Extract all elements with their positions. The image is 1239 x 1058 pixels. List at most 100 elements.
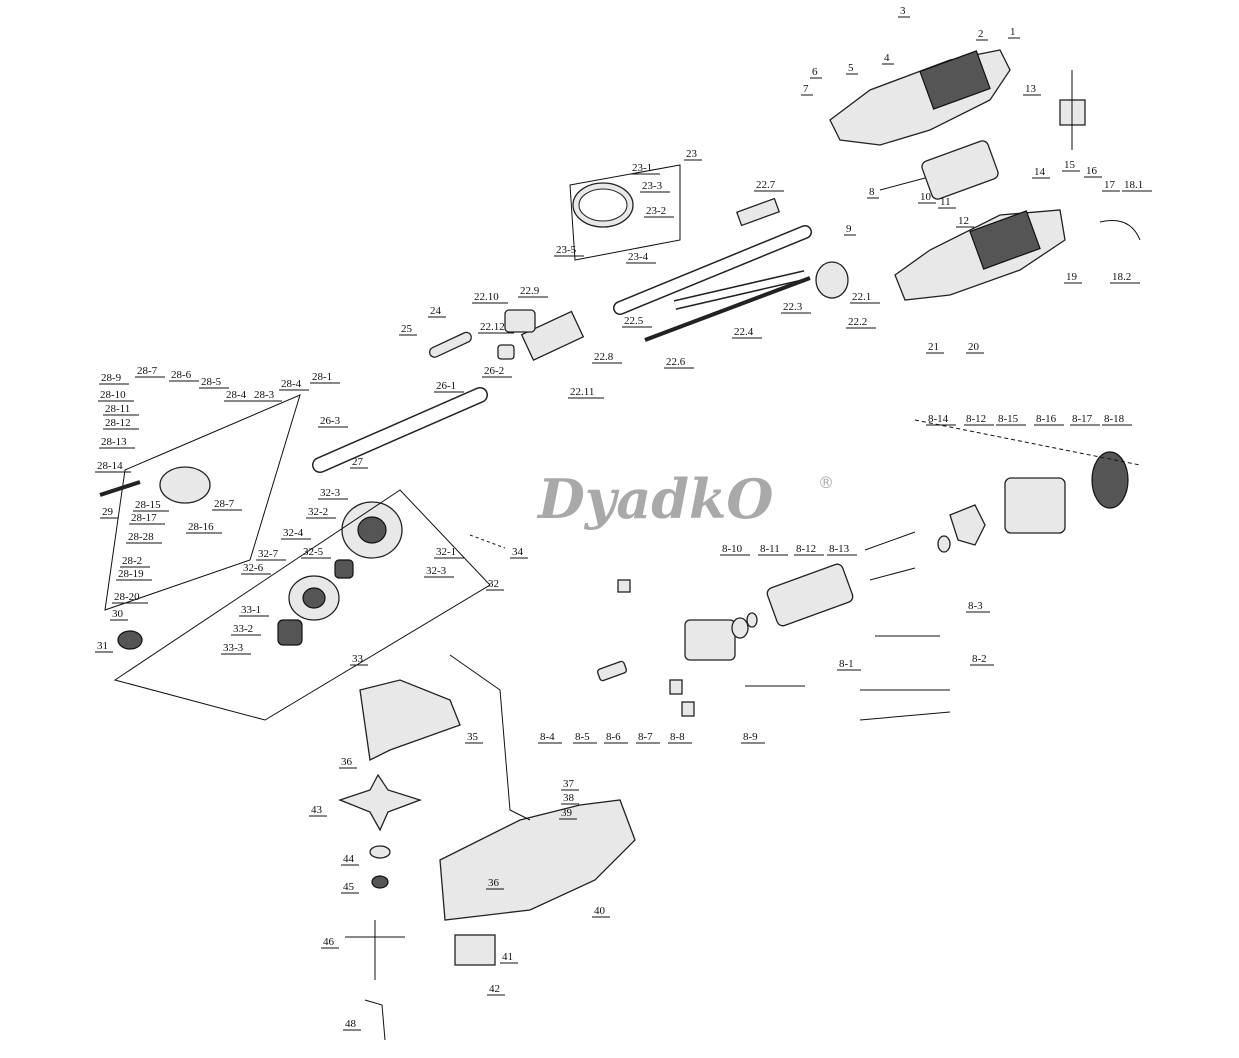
part-label-30: 30 xyxy=(112,608,124,620)
part-label-15: 15 xyxy=(1064,159,1076,171)
part-label-8-5: 8-5 xyxy=(575,731,590,743)
part-label-28-7: 28-7 xyxy=(137,365,158,377)
part-label-45: 45 xyxy=(343,881,355,893)
switch-part xyxy=(1059,70,1086,150)
part-label-35: 35 xyxy=(467,731,479,743)
part-label-1: 1 xyxy=(1010,26,1016,38)
part-label-46: 46 xyxy=(323,936,335,948)
part-label-28-5: 28-5 xyxy=(201,376,222,388)
watermark-registered-mark: ® xyxy=(818,473,834,492)
part-label-8-2: 8-2 xyxy=(972,653,987,665)
part-label-8-9: 8-9 xyxy=(743,731,758,743)
part-label-33-1: 33-1 xyxy=(241,604,261,616)
guard-assembly xyxy=(338,654,636,1041)
housing-half-top xyxy=(829,49,1011,146)
part-label-8-12: 8-12 xyxy=(796,543,816,555)
part-label-33: 33 xyxy=(352,653,364,665)
part-label-28-2: 28-2 xyxy=(122,555,142,567)
part-label-32: 32 xyxy=(488,578,499,590)
part-label-33-3: 33-3 xyxy=(223,642,244,654)
watermark: DyadkO ® xyxy=(536,467,834,531)
part-label-38: 38 xyxy=(563,792,575,804)
part-label-25: 25 xyxy=(401,323,413,335)
part-label-22_3: 22.3 xyxy=(783,301,803,313)
part-label-22_9: 22.9 xyxy=(520,285,540,297)
part-label-8-16: 8-16 xyxy=(1036,413,1057,425)
part-label-8-12: 8-12 xyxy=(966,413,986,425)
part-label-28-12: 28-12 xyxy=(105,417,131,429)
part-label-32-6: 32-6 xyxy=(243,562,264,574)
part-label-22_4: 22.4 xyxy=(734,326,754,338)
part-label-22_8: 22.8 xyxy=(594,351,614,363)
part-label-28-3: 28-3 xyxy=(254,389,275,401)
part-label-44: 44 xyxy=(343,853,355,865)
part-label-10: 10 xyxy=(920,191,932,203)
part-label-29: 29 xyxy=(102,506,114,518)
part-label-8-8: 8-8 xyxy=(670,731,685,743)
part-label-28-16: 28-16 xyxy=(188,521,214,533)
part-label-32-3: 32-3 xyxy=(426,565,447,577)
motor-assembly xyxy=(879,140,999,200)
gear-head xyxy=(99,394,301,650)
part-label-22_12: 22.12 xyxy=(480,321,505,333)
part-label-28-4: 28-4 xyxy=(226,389,247,401)
part-label-23: 23 xyxy=(686,148,698,160)
part-label-27: 27 xyxy=(352,456,364,468)
part-label-22_2: 22.2 xyxy=(848,316,867,328)
part-label-20: 20 xyxy=(968,341,980,353)
part-label-28-11: 28-11 xyxy=(105,403,130,415)
power-cord xyxy=(1099,220,1141,241)
part-label-34: 34 xyxy=(512,546,524,558)
part-label-22_6: 22.6 xyxy=(666,356,686,368)
part-label-8-1: 8-1 xyxy=(839,658,854,670)
part-label-36: 36 xyxy=(488,877,500,889)
part-label-5: 5 xyxy=(848,62,854,74)
part-label-7: 7 xyxy=(803,83,809,95)
part-label-26-3: 26-3 xyxy=(320,415,341,427)
part-label-23-3: 23-3 xyxy=(642,180,663,192)
watermark-text: DyadkO xyxy=(536,467,773,531)
trimmer-head xyxy=(113,489,506,721)
part-label-18_1: 18.1 xyxy=(1124,179,1143,191)
part-label-4: 4 xyxy=(884,52,890,64)
part-label-8-15: 8-15 xyxy=(998,413,1019,425)
part-label-6: 6 xyxy=(812,66,818,78)
part-label-32-5: 32-5 xyxy=(303,546,324,558)
part-label-8-6: 8-6 xyxy=(606,731,621,743)
part-label-22_10: 22.10 xyxy=(474,291,499,303)
part-label-23-2: 23-2 xyxy=(646,205,666,217)
part-label-28-7: 28-7 xyxy=(214,498,235,510)
part-label-42: 42 xyxy=(489,983,500,995)
part-label-11: 11 xyxy=(940,196,951,208)
part-label-17: 17 xyxy=(1104,179,1116,191)
part-label-3: 3 xyxy=(900,5,906,17)
housing-half-bottom xyxy=(894,209,1066,301)
part-label-8-11: 8-11 xyxy=(760,543,780,555)
part-label-12: 12 xyxy=(958,215,969,227)
part-label-32-7: 32-7 xyxy=(258,548,279,560)
part-label-24: 24 xyxy=(430,305,442,317)
part-label-16: 16 xyxy=(1086,165,1098,177)
motor-parts xyxy=(596,419,1141,721)
part-label-39: 39 xyxy=(561,807,573,819)
part-label-28-15: 28-15 xyxy=(135,499,161,511)
part-label-22_1: 22.1 xyxy=(852,291,871,303)
part-label-8-3: 8-3 xyxy=(968,600,983,612)
part-label-28-6: 28-6 xyxy=(171,369,192,381)
part-label-37: 37 xyxy=(563,778,575,790)
part-label-8-18: 8-18 xyxy=(1104,413,1125,425)
part-label-19: 19 xyxy=(1066,271,1078,283)
part-label-31: 31 xyxy=(97,640,108,652)
part-label-2: 2 xyxy=(978,28,984,40)
part-label-22_7: 22.7 xyxy=(756,179,776,191)
part-label-28-13: 28-13 xyxy=(101,436,127,448)
part-label-28-1: 28-1 xyxy=(312,371,332,383)
part-label-32-1: 32-1 xyxy=(436,546,456,558)
part-label-18_2: 18.2 xyxy=(1112,271,1131,283)
part-label-23-5: 23-5 xyxy=(556,244,577,256)
part-label-28-20: 28-20 xyxy=(114,591,140,603)
part-label-28-28: 28-28 xyxy=(128,531,154,543)
